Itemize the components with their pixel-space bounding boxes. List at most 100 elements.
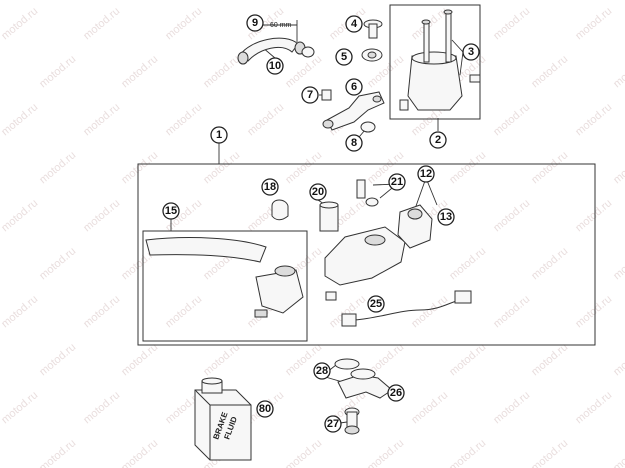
lever-part xyxy=(145,237,304,318)
dimension-label: 60 mm xyxy=(270,22,292,29)
svg-text:8: 8 xyxy=(351,137,357,149)
watermark-text: motod.ru xyxy=(573,101,614,138)
callout-7: 7 xyxy=(301,86,319,104)
svg-text:28: 28 xyxy=(316,365,328,377)
watermark-text: motod.ru xyxy=(81,293,122,330)
watermark-text: motod.ru xyxy=(119,437,160,468)
watermark-text: motod.ru xyxy=(201,341,242,378)
watermark-text: motod.ru xyxy=(81,389,122,426)
callout-80: 80 xyxy=(256,400,274,418)
callout-18: 18 xyxy=(261,178,279,196)
callout-3: 3 xyxy=(462,43,480,61)
svg-text:26: 26 xyxy=(390,387,402,399)
svg-text:25: 25 xyxy=(370,298,382,310)
watermark-text: motod.ru xyxy=(611,341,625,378)
watermark-text: motod.ru xyxy=(611,437,625,468)
watermark-text: motod.ru xyxy=(283,437,324,468)
callout-27: 27 xyxy=(324,415,342,433)
watermark-text: motod.ru xyxy=(119,53,160,90)
reservoir-cap-parts xyxy=(361,19,383,62)
callout-25: 25 xyxy=(367,295,385,313)
watermark-text: motod.ru xyxy=(611,53,625,90)
master-cylinder xyxy=(324,179,433,301)
watermark-text: motod.ru xyxy=(37,437,78,468)
callout-12: 12 xyxy=(417,165,435,183)
svg-text:15: 15 xyxy=(165,205,177,217)
watermark-text: motod.ru xyxy=(163,5,204,42)
watermark-text: motod.ru xyxy=(611,245,625,282)
watermark-text: motod.ru xyxy=(37,341,78,378)
callout-1: 1 xyxy=(210,126,228,144)
callout-8: 8 xyxy=(345,134,363,152)
callouts: 1 2 3 4 5 6 7 8 9 10 12 13 15 18 20 21 2… xyxy=(162,14,480,433)
callout-28: 28 xyxy=(313,362,331,380)
lower-small-parts xyxy=(334,358,393,435)
callout-9: 9 xyxy=(246,14,264,32)
svg-text:1: 1 xyxy=(216,129,222,141)
watermark-text: motod.ru xyxy=(529,53,570,90)
watermark-text: motod.ru xyxy=(447,245,488,282)
svg-text:9: 9 xyxy=(252,17,258,29)
bracket-parts xyxy=(321,89,385,133)
callout-4: 4 xyxy=(345,15,363,33)
watermark-text: motod.ru xyxy=(0,101,40,138)
watermark-text: motod.ru xyxy=(409,389,450,426)
watermark-text: motod.ru xyxy=(163,293,204,330)
watermark-text: motod.ru xyxy=(529,341,570,378)
svg-text:20: 20 xyxy=(312,186,324,198)
svg-text:12: 12 xyxy=(420,168,432,180)
svg-text:27: 27 xyxy=(327,418,339,430)
watermark-text: motod.ru xyxy=(529,245,570,282)
svg-text:18: 18 xyxy=(264,181,276,193)
hose-part xyxy=(237,20,315,65)
watermark-text: motod.ru xyxy=(0,197,40,234)
callout-20: 20 xyxy=(309,183,327,201)
watermark-text: motod.ru xyxy=(573,293,614,330)
watermark-text: motod.ru xyxy=(81,197,122,234)
watermark-text: motod.ru xyxy=(37,53,78,90)
brake-line-part xyxy=(341,290,472,327)
watermark-text: motod.ru xyxy=(573,389,614,426)
watermark-text: motod.ru xyxy=(573,197,614,234)
watermark-text: motod.ru xyxy=(201,149,242,186)
svg-text:7: 7 xyxy=(307,89,313,101)
svg-text:80: 80 xyxy=(259,403,271,415)
brake-fluid-can: BRAKE FLUID xyxy=(194,377,252,461)
watermark-text: motod.ru xyxy=(365,437,406,468)
watermark-text: motod.ru xyxy=(119,149,160,186)
watermark-text: motod.ru xyxy=(81,101,122,138)
svg-text:6: 6 xyxy=(351,81,357,93)
callout-13: 13 xyxy=(437,208,455,226)
svg-text:10: 10 xyxy=(269,60,281,72)
watermark-text: motod.ru xyxy=(0,5,40,42)
watermark-text: motod.ru xyxy=(491,5,532,42)
watermark-text: motod.ru xyxy=(491,293,532,330)
watermark-text: motod.ru xyxy=(491,197,532,234)
svg-text:3: 3 xyxy=(468,46,474,58)
watermark-text: motod.ru xyxy=(283,149,324,186)
callout-6: 6 xyxy=(345,78,363,96)
reservoir-assembly xyxy=(389,4,481,120)
svg-text:4: 4 xyxy=(351,18,358,30)
callout-21: 21 xyxy=(388,173,406,191)
callout-10: 10 xyxy=(266,57,284,75)
svg-text:13: 13 xyxy=(440,211,452,223)
svg-text:5: 5 xyxy=(341,51,347,63)
watermark-text: motod.ru xyxy=(491,389,532,426)
watermark-text: motod.ru xyxy=(245,101,286,138)
watermark-text: motod.ru xyxy=(81,5,122,42)
watermark-text: motod.ru xyxy=(163,101,204,138)
watermark-text: motod.ru xyxy=(447,437,488,468)
watermark-text: motod.ru xyxy=(529,437,570,468)
boot-and-pin xyxy=(271,199,339,232)
callout-5: 5 xyxy=(335,48,353,66)
svg-text:2: 2 xyxy=(435,134,441,146)
watermark-text: motod.ru xyxy=(201,53,242,90)
watermark-text: motod.ru xyxy=(37,149,78,186)
watermark-text: motod.ru xyxy=(409,293,450,330)
svg-text:21: 21 xyxy=(391,176,403,188)
watermark-text: motod.ru xyxy=(611,149,625,186)
watermark-text: motod.ru xyxy=(119,341,160,378)
